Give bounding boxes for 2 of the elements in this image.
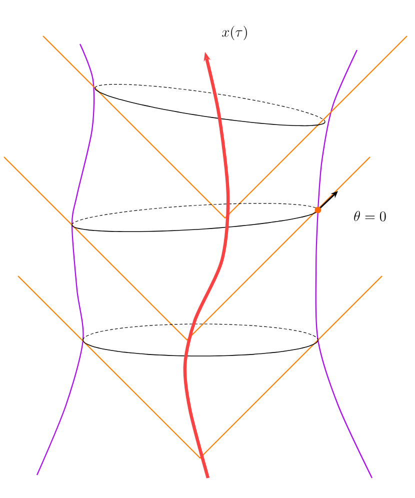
math-label: $\theta = 0$ [354, 210, 386, 222]
math-label: $x(\tau)$ [222, 26, 247, 40]
